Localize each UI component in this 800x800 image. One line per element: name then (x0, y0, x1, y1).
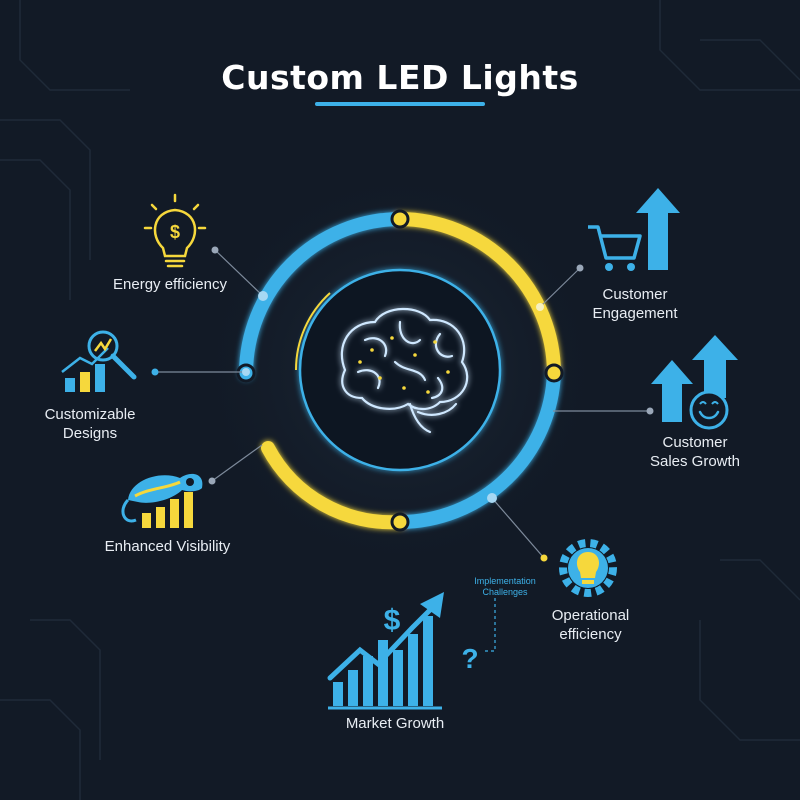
ring-nodes (236, 209, 564, 532)
inner-ring (298, 268, 502, 472)
label-implementation-challenges: Implementation Challenges (474, 576, 536, 597)
svg-text:$: $ (170, 222, 180, 242)
gear-lightbulb-icon (559, 539, 617, 597)
lightbulb-dollar-icon: $ (143, 193, 207, 268)
ring-arc-yellow-bottom (261, 441, 407, 530)
cart-arrow-icon (588, 188, 680, 271)
growth-chart-dollar-icon: $ (327, 592, 444, 710)
ring-arc-blue-left (239, 212, 407, 380)
ring-arc-yellow-top (393, 212, 561, 380)
label-enhanced-visibility: Enhanced Visibility (104, 538, 231, 555)
label-market-growth: Market Growth (345, 715, 445, 732)
connectors (155, 249, 650, 652)
chameleon-icon (121, 473, 203, 528)
arrows-smiley-icon (651, 335, 738, 430)
page-title: Custom LED Lights (221, 58, 579, 97)
brain-icon (340, 307, 469, 434)
question-mark-icon: ? (461, 643, 478, 674)
title-underline (315, 102, 485, 106)
ring-arc-blue-right (393, 366, 561, 529)
label-customer-engagement: Customer Engagement (592, 286, 678, 322)
connector-dots (151, 246, 654, 562)
inner-ring-yellow-arc (294, 292, 331, 371)
chart-magnifier-icon (61, 330, 137, 392)
svg-text:$: $ (384, 604, 401, 637)
brain-sparkles (358, 336, 450, 394)
label-customer-sales-growth: Customer Sales Growth (649, 434, 741, 470)
label-energy-efficiency: Energy efficiency (113, 276, 227, 293)
label-customizable-designs: Customizable Designs (44, 406, 136, 442)
label-operational-efficiency: Operational efficiency (551, 607, 630, 643)
outer-ring (239, 212, 561, 530)
